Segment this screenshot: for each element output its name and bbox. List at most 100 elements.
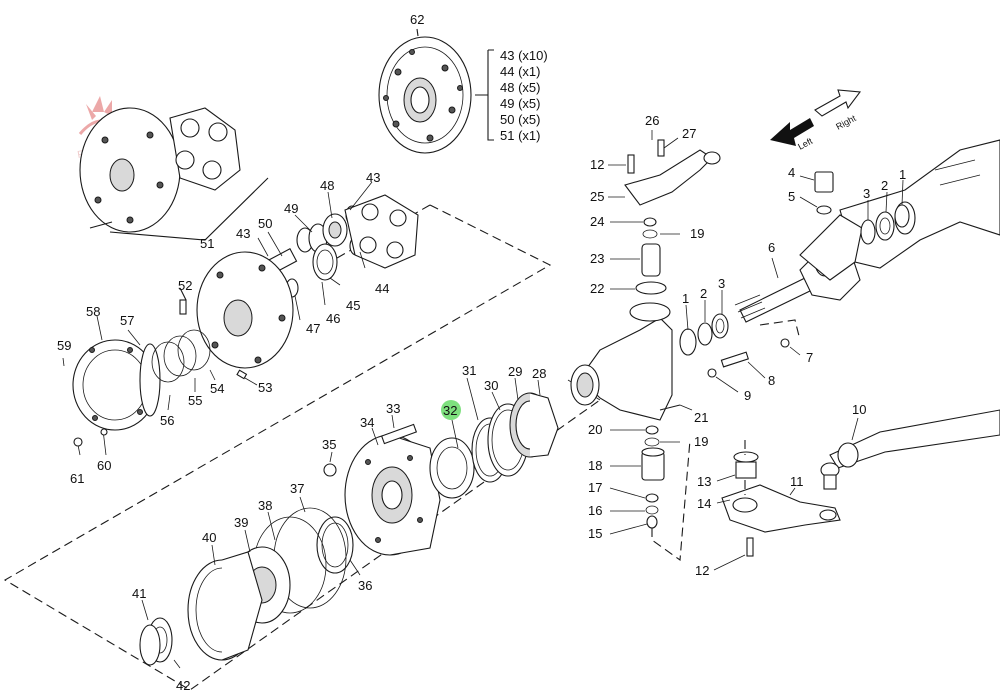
arrow-left-icon xyxy=(770,118,814,146)
label-52: 52 xyxy=(178,278,192,293)
label-57: 57 xyxy=(120,313,134,328)
label-59: 59 xyxy=(57,338,71,353)
label-22: 22 xyxy=(590,281,604,296)
label-27: 27 xyxy=(682,126,696,141)
part-34-wheel-hub xyxy=(323,423,475,556)
label-21: 21 xyxy=(694,410,708,425)
label-9: 9 xyxy=(744,388,751,403)
label-32[interactable]: 32 xyxy=(443,403,457,418)
label-3: 3 xyxy=(718,276,725,291)
label-30: 30 xyxy=(484,378,498,393)
label-11: 11 xyxy=(790,474,804,489)
label-1-b: 1 xyxy=(899,167,906,182)
label-right: Right xyxy=(834,113,858,132)
label-50: 50 xyxy=(258,216,272,231)
svg-text:51 (x1): 51 (x1) xyxy=(500,128,540,143)
label-54: 54 xyxy=(210,381,224,396)
label-43: 43 xyxy=(366,170,380,185)
label-37: 37 xyxy=(290,481,304,496)
label-56: 56 xyxy=(160,413,174,428)
label-23: 23 xyxy=(590,251,604,266)
label-19: 19 xyxy=(690,226,704,241)
part-51-hub-assembly xyxy=(79,107,269,241)
label-12-b: 12 xyxy=(695,563,709,578)
highlight-32[interactable] xyxy=(441,400,461,420)
label-5: 5 xyxy=(788,189,795,204)
label-33: 33 xyxy=(386,401,400,416)
planet-gear-parts xyxy=(262,194,419,298)
label-7: 7 xyxy=(806,350,813,365)
label-15: 15 xyxy=(588,526,602,541)
label-2-b: 2 xyxy=(881,178,888,193)
part-58-cover xyxy=(72,339,161,431)
label-8: 8 xyxy=(768,373,775,388)
label-28: 28 xyxy=(532,366,546,381)
quantity-list: 43 (x10) 44 (x1) 48 (x5) 49 (x5) 50 (x5)… xyxy=(500,48,548,143)
label-29: 29 xyxy=(508,364,522,379)
label-24: 24 xyxy=(590,214,604,229)
kingpin-upper-parts xyxy=(608,130,721,295)
parts-1-5-upper xyxy=(799,171,910,245)
parts-28-32-bearings xyxy=(451,377,559,483)
svg-text:44 (x1): 44 (x1) xyxy=(500,64,540,79)
label-60: 60 xyxy=(97,458,111,473)
direction-arrows: Left Right xyxy=(770,89,862,152)
label-34: 34 xyxy=(360,415,374,430)
part-hub-flange xyxy=(179,251,294,369)
label-46: 46 xyxy=(326,311,340,326)
label-16: 16 xyxy=(588,503,602,518)
label-62: 62 xyxy=(410,12,424,27)
svg-text:49 (x5): 49 (x5) xyxy=(500,96,540,111)
part-62-planet-carrier xyxy=(378,28,472,154)
label-42: 42 xyxy=(176,678,190,693)
parts-55-57-rings xyxy=(96,315,258,411)
part-21-knuckle xyxy=(570,302,681,421)
label-47: 47 xyxy=(306,321,320,336)
label-10: 10 xyxy=(852,402,866,417)
label-53: 53 xyxy=(258,380,272,395)
qty-bracket xyxy=(475,49,494,141)
parts-10-14-steering-arm xyxy=(713,409,1000,571)
label-2: 2 xyxy=(700,286,707,301)
label-48: 48 xyxy=(320,178,334,193)
label-12: 12 xyxy=(590,157,604,172)
label-4: 4 xyxy=(788,165,795,180)
assembly-outline xyxy=(3,204,601,691)
label-58: 58 xyxy=(86,304,100,319)
label-39: 39 xyxy=(234,515,248,530)
arrow-right-icon xyxy=(814,89,862,117)
label-20: 20 xyxy=(588,422,602,437)
kingpin-lower-parts xyxy=(609,425,691,562)
label-25: 25 xyxy=(590,189,604,204)
label-14: 14 xyxy=(697,496,711,511)
label-35: 35 xyxy=(322,437,336,452)
label-44: 44 xyxy=(375,281,389,296)
label-19-b: 19 xyxy=(694,434,708,449)
label-17: 17 xyxy=(588,480,602,495)
label-55: 55 xyxy=(188,393,202,408)
label-3-b: 3 xyxy=(863,186,870,201)
parts-36-42-ring-gear xyxy=(139,496,361,669)
svg-text:50 (x5): 50 (x5) xyxy=(500,112,540,127)
label-40: 40 xyxy=(202,530,216,545)
label-38: 38 xyxy=(258,498,272,513)
label-45: 45 xyxy=(346,298,360,313)
parts-7-9-bolts xyxy=(707,319,801,393)
label-51: 51 xyxy=(200,236,214,251)
label-31: 31 xyxy=(462,363,476,378)
label-41: 41 xyxy=(132,586,146,601)
parts-1-3-seals xyxy=(679,290,729,356)
label-61: 61 xyxy=(70,471,84,486)
label-left: Left xyxy=(796,136,814,152)
label-36: 36 xyxy=(358,578,372,593)
svg-text:43 (x10): 43 (x10) xyxy=(500,48,548,63)
label-26: 26 xyxy=(645,113,659,128)
label-49: 49 xyxy=(284,201,298,216)
label-1: 1 xyxy=(682,291,689,306)
svg-text:48 (x5): 48 (x5) xyxy=(500,80,540,95)
planet-leaders xyxy=(257,181,373,321)
label-13: 13 xyxy=(697,474,711,489)
label-43-b: 43 xyxy=(236,226,250,241)
